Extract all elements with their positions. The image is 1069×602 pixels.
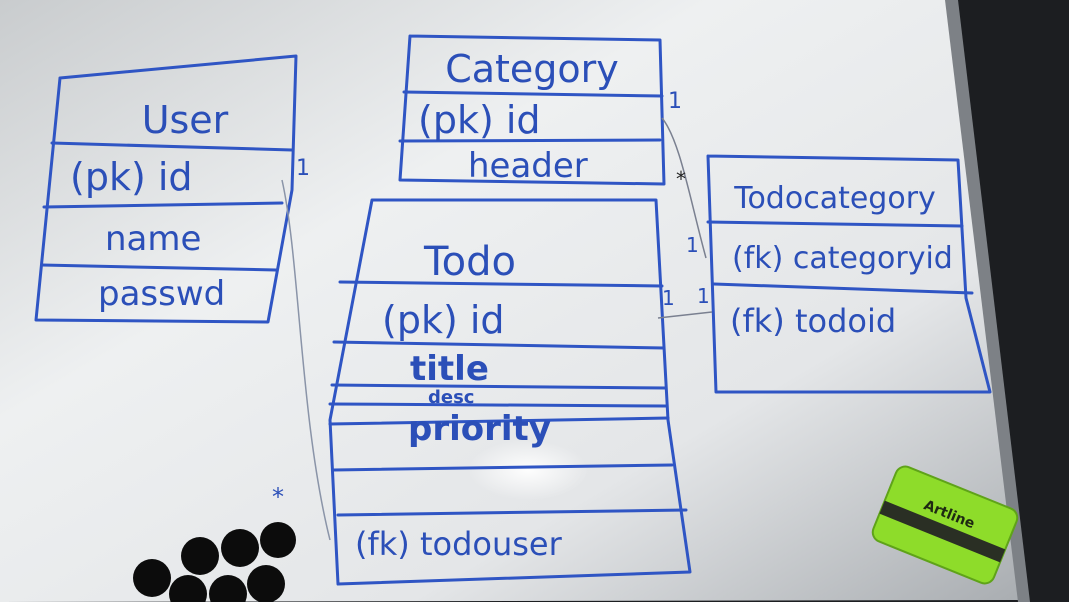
magnet bbox=[133, 559, 171, 597]
entity-user-field: (pk) id bbox=[70, 155, 193, 199]
divider bbox=[336, 508, 688, 517]
relation-user-todo bbox=[281, 179, 331, 541]
entity-category-field: header bbox=[468, 146, 588, 186]
entity-user-title: User bbox=[142, 98, 229, 142]
entity-todocategory-title: Todocategory bbox=[733, 181, 936, 216]
entity-todo-field: title bbox=[410, 349, 489, 389]
whiteboard-surface bbox=[0, 0, 1020, 602]
divider bbox=[332, 340, 666, 350]
entity-todo-title: Todo bbox=[423, 239, 516, 285]
magnet bbox=[247, 565, 285, 602]
entity-todocategory-field: (fk) categoryid bbox=[732, 241, 953, 276]
whiteboard-frame bbox=[945, 0, 1030, 602]
entity-category-border bbox=[398, 34, 666, 186]
entity-todo-field: (pk) id bbox=[382, 298, 505, 342]
cardinality-label: 1 bbox=[668, 89, 682, 114]
divider bbox=[402, 90, 664, 98]
magnets bbox=[133, 522, 296, 602]
entity-todo-field: priority bbox=[408, 409, 551, 449]
whiteboard-eraser: Artline bbox=[871, 465, 1019, 585]
entity-user-field: name bbox=[105, 219, 201, 259]
divider bbox=[338, 280, 664, 288]
cardinality-label: 1 bbox=[662, 286, 675, 310]
cardinality-label: 1 bbox=[686, 233, 699, 257]
divider bbox=[50, 141, 294, 152]
cardinality-label: * bbox=[272, 483, 284, 511]
entity-user: User (pk) id name passwd bbox=[34, 54, 298, 324]
magnet bbox=[169, 575, 207, 602]
eraser-felt bbox=[879, 500, 1006, 563]
cardinality-label: 1 bbox=[697, 284, 710, 308]
divider bbox=[332, 463, 674, 472]
cardinality-label: 1 bbox=[296, 156, 310, 181]
entity-category-field: (pk) id bbox=[418, 98, 541, 142]
entity-category: Category (pk) id header bbox=[398, 34, 666, 186]
entity-todo-field: (fk) todouser bbox=[355, 525, 563, 563]
cardinality-label: * bbox=[676, 167, 686, 191]
magnet bbox=[260, 522, 296, 558]
relation-category-todocategory bbox=[661, 117, 707, 259]
entity-category-title: Category bbox=[445, 47, 619, 91]
entity-todo-field: desc bbox=[428, 387, 474, 408]
light-glare bbox=[468, 440, 588, 500]
entity-todo-border bbox=[328, 198, 692, 586]
divider bbox=[328, 402, 668, 408]
divider bbox=[328, 416, 670, 426]
divider bbox=[42, 201, 284, 209]
relationships: 1 1 * 1 1 1 * bbox=[272, 89, 713, 541]
entity-todocategory: Todocategory (fk) categoryid (fk) todoid bbox=[706, 154, 992, 394]
divider bbox=[398, 138, 662, 143]
divider bbox=[40, 263, 278, 272]
magnet bbox=[181, 537, 219, 575]
entity-todocategory-field: (fk) todoid bbox=[730, 302, 896, 340]
entity-todo: Todo (pk) id title desc priority (fk) to… bbox=[328, 198, 692, 586]
magnet bbox=[209, 575, 247, 602]
relation-todo-todocategory bbox=[657, 311, 713, 319]
divider bbox=[712, 282, 974, 295]
divider bbox=[330, 383, 668, 390]
entity-todocategory-border bbox=[706, 154, 992, 394]
magnet bbox=[221, 529, 259, 567]
divider bbox=[706, 220, 964, 228]
entity-user-field: passwd bbox=[98, 274, 225, 314]
entity-user-border bbox=[34, 54, 298, 324]
